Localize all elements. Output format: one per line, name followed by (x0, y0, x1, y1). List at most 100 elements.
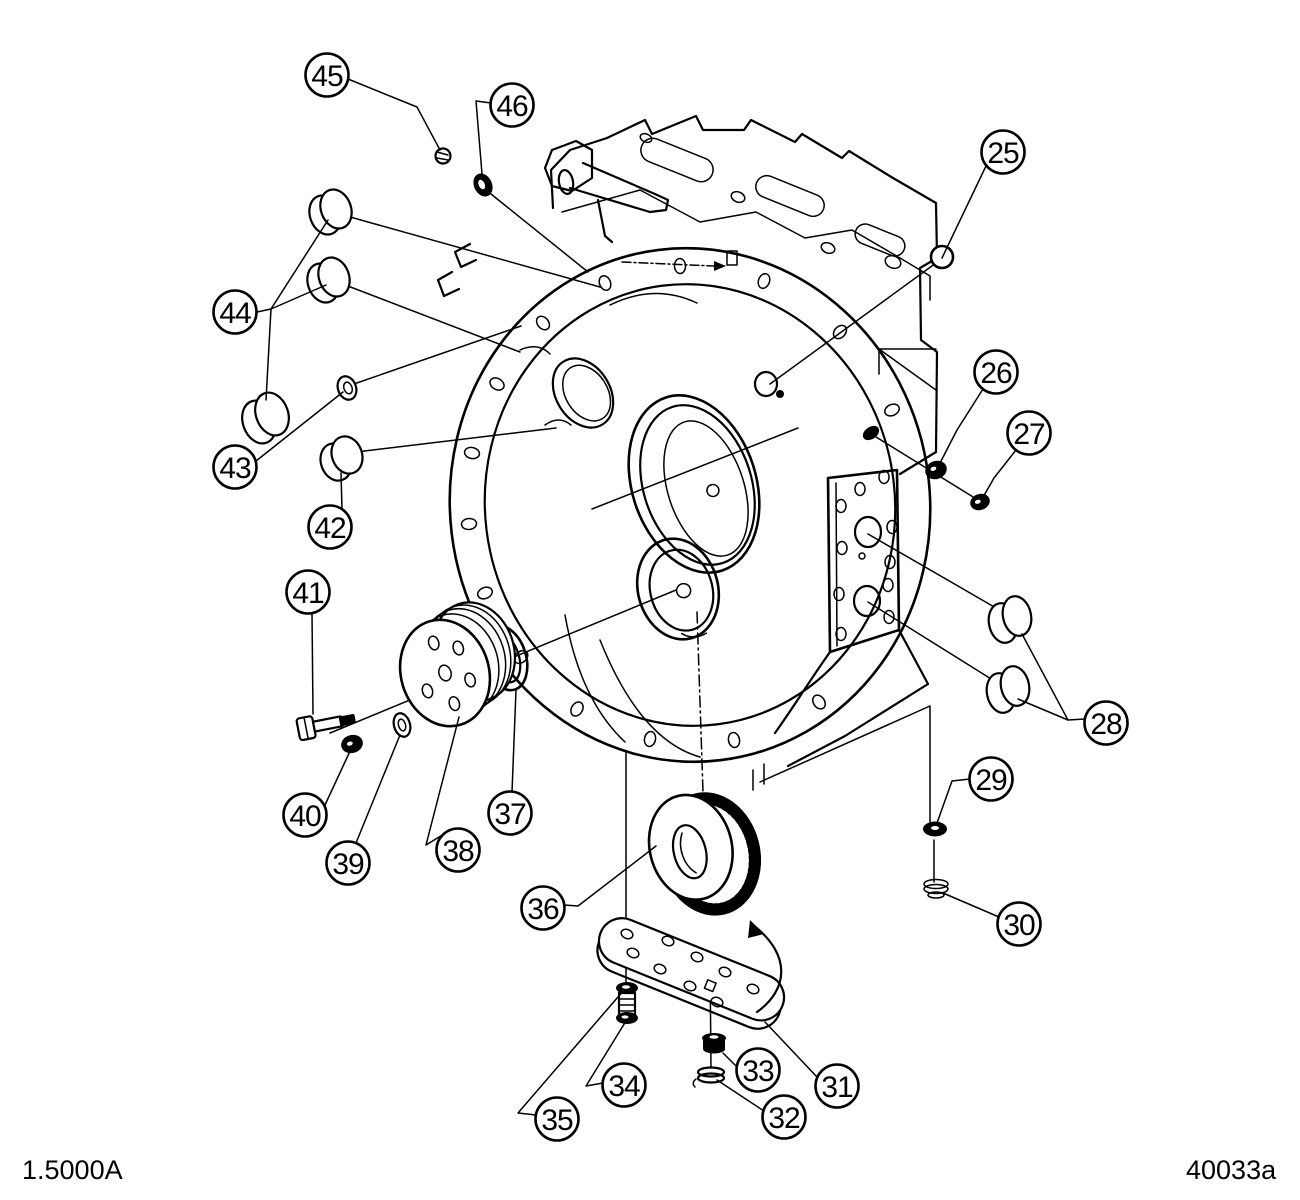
figure-number: 40033a (1186, 1155, 1277, 1185)
callout-28[interactable]: 28 (1017, 633, 1129, 746)
balloon-circle-30[interactable] (996, 901, 1042, 947)
balloon-circle-43[interactable] (212, 444, 258, 490)
leader-line-41 (311, 612, 314, 715)
rim-bolt-holes (460, 257, 900, 749)
leader-line-30 (942, 892, 1000, 918)
balloon-circle-37[interactable] (487, 790, 533, 836)
balloon-circle-46[interactable] (489, 82, 535, 128)
leader-line-28 (1017, 698, 1069, 721)
callout-25[interactable]: 25 (941, 129, 1026, 259)
plug-43 (336, 375, 358, 401)
balloon-number-44: 44 (219, 297, 251, 330)
balloon-circle-25[interactable] (980, 129, 1026, 175)
callout-40[interactable]: 40 (282, 748, 352, 838)
balloon-number-30: 30 (1003, 909, 1035, 942)
leader-line-38 (425, 716, 460, 846)
balloon-circle-26[interactable] (973, 349, 1019, 395)
nut-26 (925, 460, 947, 480)
leader-line-28 (1021, 633, 1086, 721)
bolt-41 (295, 714, 356, 742)
balloon-number-39: 39 (332, 848, 364, 881)
balloon-number-27: 27 (1013, 418, 1045, 451)
plug-small-45 (434, 147, 452, 165)
nut-27 (970, 493, 990, 511)
balloon-circle-27[interactable] (1006, 410, 1052, 456)
assembly-lines (329, 189, 997, 1069)
leader-line-34 (585, 1020, 627, 1087)
leader-line-46 (475, 100, 492, 175)
callout-31[interactable]: 31 (764, 1021, 860, 1109)
ball-seat-hole (753, 370, 779, 398)
balloon-number-37: 37 (494, 798, 526, 831)
balloon-circle-28[interactable] (1083, 700, 1129, 746)
leader-line-27 (981, 449, 1017, 500)
leader-line-25 (941, 165, 987, 259)
balloon-number-46: 46 (496, 90, 528, 123)
callout-33[interactable]: 33 (722, 1047, 781, 1093)
callout-41[interactable]: 41 (285, 569, 331, 715)
plug-33 (702, 1033, 726, 1054)
face-boss (551, 357, 615, 429)
balloon-circle-38[interactable] (435, 827, 481, 873)
balloon-number-25: 25 (987, 137, 1019, 170)
balloon-circle-40[interactable] (282, 792, 328, 838)
balloon-circle-36[interactable] (520, 885, 566, 931)
leader-line-44 (270, 284, 327, 310)
callout-38[interactable]: 38 (425, 716, 481, 873)
balloon-circle-39[interactable] (325, 840, 371, 886)
o-ring-46 (473, 173, 493, 197)
callout-42[interactable]: 42 (307, 472, 353, 550)
balloon-circle-35[interactable] (534, 1096, 580, 1142)
install-arrow (748, 920, 783, 1014)
leader-line-39 (355, 734, 401, 844)
balloon-number-41: 41 (292, 577, 324, 610)
leader-line-31 (764, 1021, 818, 1078)
callout-27[interactable]: 27 (981, 410, 1052, 500)
balloon-circle-42[interactable] (307, 504, 353, 550)
callout-44[interactable]: 44 (212, 219, 329, 401)
balloon-circle-45[interactable] (304, 52, 350, 98)
balloon-circle-34[interactable] (601, 1062, 647, 1108)
callout-45[interactable]: 45 (304, 52, 441, 151)
balloon-number-36: 36 (527, 893, 559, 926)
balloon-number-33: 33 (742, 1055, 774, 1088)
balloon-number-42: 42 (314, 512, 346, 545)
callout-32[interactable]: 32 (716, 1079, 807, 1140)
balloon-circle-33[interactable] (735, 1047, 781, 1093)
leader-line-44 (265, 308, 272, 401)
callout-39[interactable]: 39 (325, 734, 401, 886)
o-ring-29 (923, 821, 947, 837)
cup-plug-28a (987, 595, 1033, 644)
callout-35[interactable]: 35 (517, 989, 625, 1142)
nut-40 (341, 734, 363, 754)
washer-32 (692, 1066, 726, 1088)
callout-29[interactable]: 29 (936, 756, 1014, 824)
callout-43[interactable]: 43 (212, 391, 344, 490)
callout-26[interactable]: 26 (938, 349, 1019, 466)
balloon-circle-32[interactable] (761, 1094, 807, 1140)
callout-46[interactable]: 46 (475, 82, 535, 175)
callout-30[interactable]: 30 (942, 892, 1042, 947)
cup-plug-44b (306, 256, 351, 304)
cup-plug-44a (308, 188, 353, 236)
section-reference: 1.5000A (22, 1155, 123, 1185)
balloon-circle-29[interactable] (968, 756, 1014, 802)
adapter-pulley-38 (398, 601, 517, 728)
crankshaft-bore (627, 394, 761, 574)
cup-plug-44c (241, 391, 290, 445)
balloon-circle-31[interactable] (814, 1063, 860, 1109)
callout-34[interactable]: 34 (585, 1020, 647, 1108)
balloon-number-40: 40 (289, 800, 321, 833)
idler-bore (635, 537, 721, 641)
callout-36[interactable]: 36 (520, 845, 657, 931)
balloon-circle-44[interactable] (212, 289, 258, 335)
balloon-circle-41[interactable] (285, 569, 331, 615)
balloon-number-43: 43 (219, 452, 251, 485)
washer-39 (392, 712, 412, 738)
leader-line-29 (936, 778, 971, 824)
flywheel-housing (436, 114, 939, 791)
callout-37[interactable]: 37 (487, 689, 533, 836)
leader-line-32 (716, 1079, 765, 1112)
balloon-number-35: 35 (541, 1104, 573, 1137)
